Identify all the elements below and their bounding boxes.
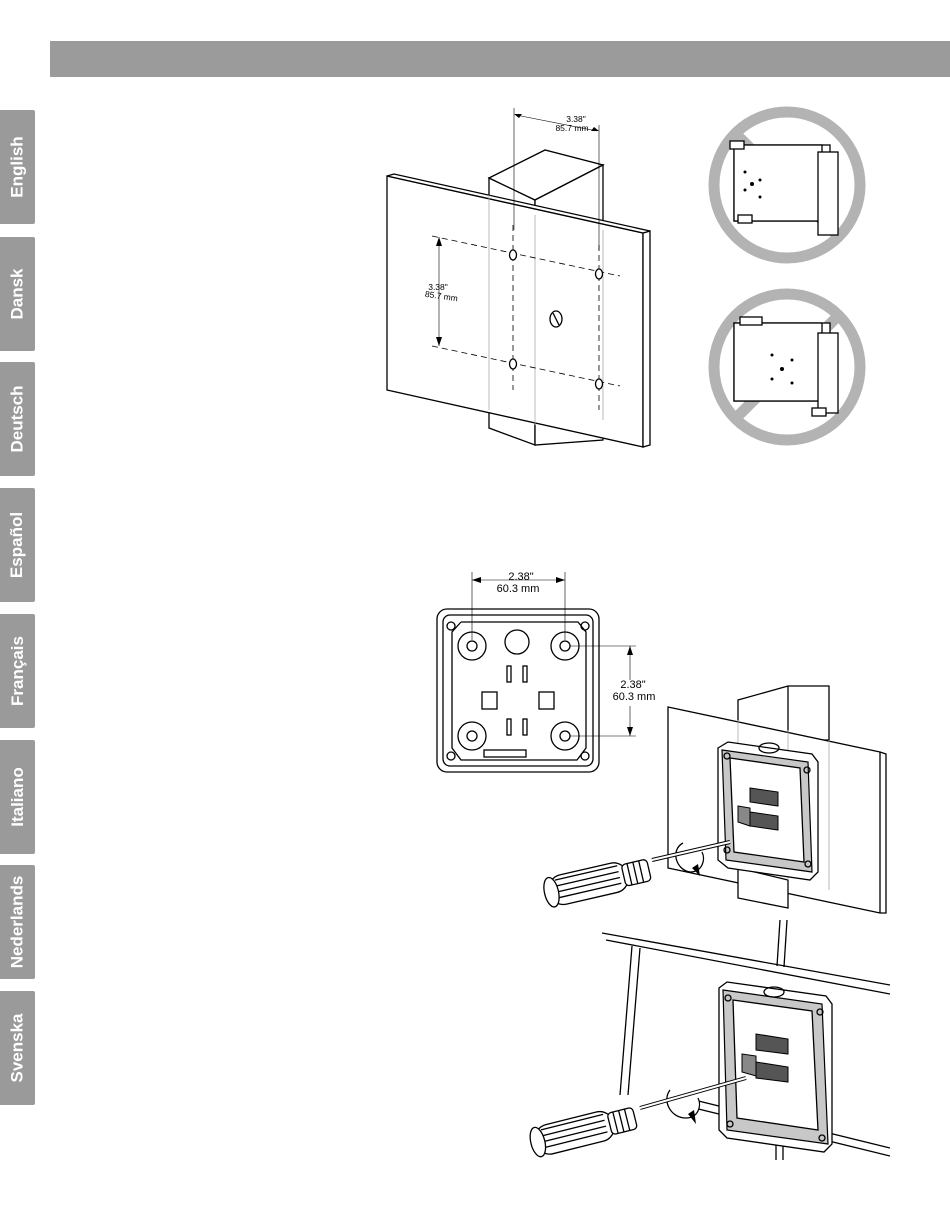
tab-svenska[interactable]: Svenska xyxy=(0,991,35,1105)
bracket-on-brick-wall-screwdriver xyxy=(520,920,900,1165)
tab-dansk[interactable]: Dansk xyxy=(0,237,35,351)
tab-label: Deutsch xyxy=(8,385,28,452)
tab-label: Nederlands xyxy=(8,876,28,969)
bracket-on-plate-screwdriver xyxy=(535,680,895,920)
tab-label: Español xyxy=(8,512,28,578)
tab-label: English xyxy=(8,136,28,197)
tab-label: Svenska xyxy=(8,1014,28,1083)
tab-label: Dansk xyxy=(8,268,28,319)
tab-italiano[interactable]: Italiano xyxy=(0,740,35,854)
dimension-label: 60.3 mm xyxy=(497,583,540,595)
tab-espanol[interactable]: Español xyxy=(0,488,35,602)
tab-deutsch[interactable]: Deutsch xyxy=(0,362,35,476)
tab-nederlands[interactable]: Nederlands xyxy=(0,865,35,979)
incorrect-orientation-icon xyxy=(705,100,870,270)
tab-francais[interactable]: Français xyxy=(0,614,35,728)
wall-plate-diagram: 3.38" 85.7 mm 3.38" 85.7 mm xyxy=(370,100,670,460)
tab-label: Italiano xyxy=(8,767,28,827)
tab-label: Français xyxy=(8,636,28,706)
dimension-label: 85.7 mm xyxy=(555,123,588,133)
dimension-label: 2.38" xyxy=(508,571,533,583)
header-bar xyxy=(50,41,950,77)
tab-english[interactable]: English xyxy=(0,110,35,224)
incorrect-orientation-icon xyxy=(705,280,870,455)
